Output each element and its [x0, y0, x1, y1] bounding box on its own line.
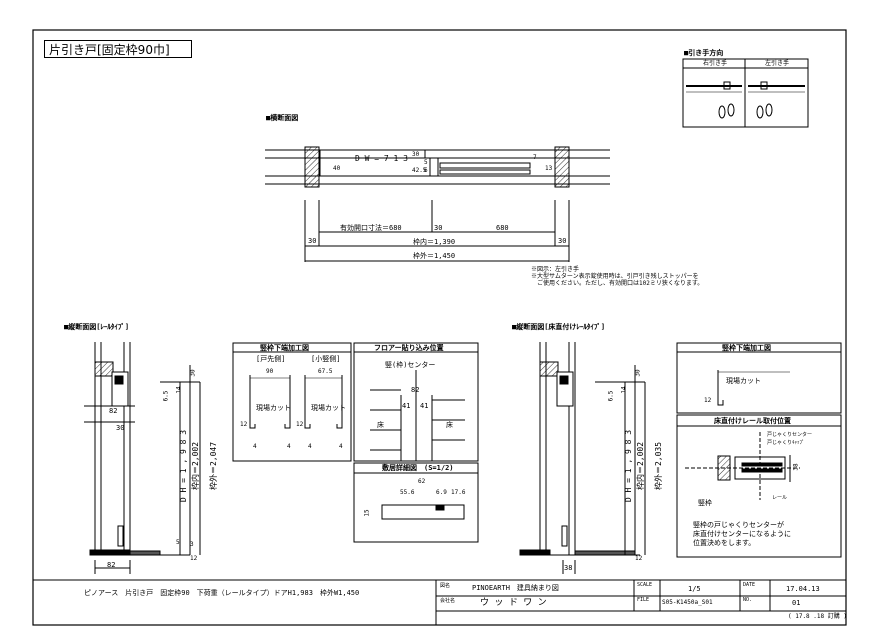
plan-right30: 30: [558, 237, 567, 245]
vr-d3: 3: [190, 541, 194, 548]
vf-frame-in: 枠内＝2,002: [636, 441, 646, 491]
plan-d30a: 30: [412, 151, 420, 158]
rail-heading: 床直付けレール取付位置: [714, 417, 791, 425]
pull-left-label: 右引き手: [703, 60, 728, 67]
plan-frame-outer: 枠外＝1,450: [413, 252, 456, 260]
vf-d30: 30: [634, 369, 642, 377]
page-title: 片引き戸[固定枠90巾]: [44, 40, 192, 58]
tb-file-label: FILE: [637, 597, 650, 603]
floor-d41b: 41: [420, 402, 429, 410]
rail-d38: 38: [792, 463, 800, 471]
plan-section-heading: ■横断面図: [266, 114, 299, 122]
rail-note2: 床直付けセンターになるように: [693, 530, 791, 538]
tb-scale-label: SCALE: [637, 582, 653, 588]
rail-label2: 戸じゃくりｷｬｯﾌﾟ: [767, 440, 805, 446]
tb-maker-label: 会社名: [440, 598, 456, 604]
tb-date-label: DATE: [743, 582, 756, 588]
th-d15: 15: [363, 509, 371, 517]
rail-note1: 竪枠の戸じゃくりセンターが: [693, 521, 784, 529]
floor-center: 竪(枠)センター: [385, 361, 436, 369]
fbc-door-side: [戸先側]: [256, 355, 286, 363]
rail-note3: 位置決めをします。: [693, 539, 756, 547]
vf-d14: 14: [620, 386, 628, 394]
plan-d5: 5: [424, 159, 428, 166]
vertical-rail-heading: ■縦断面図[ﾚｰﾙﾀｲﾌﾟ]: [64, 323, 130, 331]
vf-d12: 12: [635, 555, 643, 562]
fbc-d4d: 4: [339, 443, 343, 450]
fbc-heading: 竪枠下端加工図: [260, 344, 309, 352]
vr-dh: D H = 1 , 9 8 3: [179, 429, 189, 503]
rail-frame: 竪枠: [698, 499, 712, 507]
fbc2-heading: 竪枠下端加工図: [722, 344, 771, 352]
plan-effective-opening: 有効開口寸法＝680: [340, 224, 402, 232]
floor-d82: 82: [411, 386, 420, 394]
plan-left30: 30: [308, 237, 317, 245]
vr-frame-in: 枠内＝2,002: [191, 441, 201, 491]
pull-direction-heading: ■引き手方向: [684, 49, 724, 57]
tb-name-label: 図名: [440, 583, 451, 589]
vr-d5: 5: [176, 539, 180, 546]
tb-scale: 1/5: [688, 585, 701, 593]
fbc2-cut: 現場カット: [726, 377, 761, 385]
fbc-cut-1: 現場カット: [256, 404, 291, 412]
rail-label1: 戸じゃくりセンター: [767, 432, 813, 438]
vf-d6-5: 6.5: [607, 390, 615, 402]
vf-dh: D H = 1 , 9 8 3: [624, 429, 634, 503]
plan-d7: 7: [533, 154, 537, 161]
plan-d680: 680: [496, 224, 509, 232]
plan-note-2: ※大型サムターン表示錠使用時は、引戸引き残しストッパーを: [531, 273, 699, 280]
tb-file: S05-K1450a_S01: [662, 599, 713, 606]
vr-d6-5: 6.5: [162, 390, 170, 402]
tb-name: PINOEARTH 建具納まり図: [472, 584, 559, 592]
rail-label3: レール: [772, 495, 788, 501]
tb-revision: ( 17.8 .18 訂購 ): [788, 613, 847, 620]
plan-note-3: ご使用ください。ただし、有効開口は102ミリ狭くなります。: [531, 280, 704, 287]
th-d6-9: 6.9: [436, 489, 447, 496]
floor-heading: フロアー貼り込み位置: [374, 344, 444, 352]
vr-d30b: 30: [116, 424, 125, 432]
floor-r: 床: [446, 421, 453, 429]
floor-d41a: 41: [402, 402, 411, 410]
pull-right-label: 左引き手: [765, 60, 790, 67]
tb-no-label: NO.: [743, 597, 753, 603]
vr-bottom82: 82: [107, 561, 116, 569]
fbc-d4a: 4: [253, 443, 257, 450]
vr-d14: 14: [175, 386, 183, 394]
vr-d30: 30: [189, 369, 197, 377]
vf-bottom38: 38: [564, 564, 573, 572]
fbc2-h12: 12: [704, 397, 712, 404]
plan-d6: 6: [424, 167, 428, 174]
plan-d42: 42.5: [412, 167, 427, 174]
threshold-heading: 敷居詳細図 (S=1/2): [382, 464, 454, 472]
th-d62: 62: [418, 478, 426, 485]
vertical-floor-heading: ■縦断面図[床直付けﾚｰﾙﾀｲﾌﾟ]: [512, 323, 606, 331]
fbc-small-side: [小竪側]: [311, 355, 341, 363]
vr-frame-out: 枠外＝2,047: [209, 441, 219, 491]
vr-d12: 12: [190, 555, 198, 562]
tb-no: 01: [792, 599, 801, 607]
plan-mid30: 30: [434, 224, 443, 232]
floor-l: 床: [377, 421, 384, 429]
plan-d40: 40: [333, 165, 341, 172]
vr-d82: 82: [109, 407, 118, 415]
fbc-w90: 90: [266, 368, 274, 375]
th-d55: 55.6: [400, 489, 415, 496]
fbc-d4c: 4: [308, 443, 312, 450]
fbc-d4b: 4: [287, 443, 291, 450]
tb-date: 17.04.13: [786, 585, 820, 593]
plan-frame-inner: 枠内＝1,390: [413, 238, 456, 246]
tb-maker: ウ ッ ド ワ ン: [480, 598, 547, 608]
plan-note-1: ※図示：左引き手: [531, 266, 580, 273]
fbc-h12-2: 12: [296, 421, 304, 428]
plan-d13: 13: [545, 165, 553, 172]
vf-frame-out: 枠外＝2,035: [654, 441, 664, 491]
fbc-cut-2: 現場カット: [311, 404, 346, 412]
th-d17: 17.6: [451, 489, 466, 496]
fbc-w67: 67.5: [318, 368, 333, 375]
fbc-h12-1: 12: [240, 421, 248, 428]
tb-description: ピノアース 片引き戸 固定枠90 下荷重（レールタイプ）ドアH1,983 枠外W…: [84, 589, 360, 597]
plan-dw: D W = 7 1 3: [355, 154, 408, 163]
